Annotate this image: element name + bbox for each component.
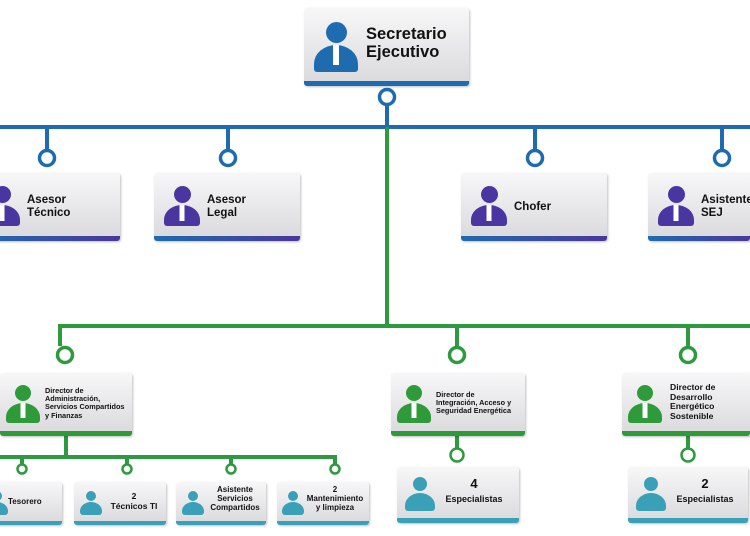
- node-director-desarrollo[interactable]: Director de Desarrollo Energético Sosten…: [622, 373, 750, 436]
- node-label: Director de Integración, Acceso y Seguri…: [436, 390, 512, 416]
- node-label: 2 Técnicos TI: [110, 491, 158, 511]
- node-label: Director de Desarrollo Energético Sosten…: [670, 382, 716, 421]
- person-icon: [282, 491, 304, 515]
- node-secretario-ejecutivo[interactable]: Secretario Ejecutivo: [304, 8, 469, 86]
- connector-node: [525, 148, 545, 168]
- person-icon: [405, 477, 435, 511]
- connector-node: [225, 463, 237, 475]
- node-asistente-sej[interactable]: Asistente SEJ: [648, 173, 750, 241]
- connector-node: [218, 148, 238, 168]
- connector-node: [712, 148, 732, 168]
- node-label: 2 Especialistas: [676, 476, 734, 504]
- node-tecnicos-ti[interactable]: 2 Técnicos TI: [74, 482, 166, 525]
- person-icon: [80, 491, 102, 515]
- node-label: Asesor Legal: [207, 194, 246, 219]
- node-label: Tesorero: [8, 497, 42, 506]
- person-icon: [0, 186, 20, 226]
- person-icon: [164, 186, 200, 226]
- connector-node: [680, 447, 696, 463]
- node-label: Secretario Ejecutivo: [366, 25, 447, 62]
- person-icon: [0, 491, 8, 515]
- node-label: Asesor Técnico: [27, 194, 71, 219]
- node-asesor-legal[interactable]: Asesor Legal: [154, 173, 300, 241]
- person-icon: [471, 186, 507, 226]
- node-label: 2 Mantenimiento y limpieza: [306, 485, 364, 512]
- connector-node: [37, 148, 57, 168]
- person-icon: [628, 385, 662, 423]
- node-asesor-tecnico[interactable]: Asesor Técnico: [0, 173, 120, 241]
- person-icon: [182, 491, 204, 515]
- node-label: Asistente Servicios Compartidos: [210, 485, 260, 512]
- connector-node: [678, 345, 698, 365]
- person-icon: [636, 477, 666, 511]
- person-icon: [6, 385, 40, 423]
- node-label: Chofer: [514, 201, 552, 213]
- node-especialistas-integracion[interactable]: 4 Especialistas: [397, 467, 519, 523]
- person-icon: [658, 186, 694, 226]
- person-icon: [314, 22, 358, 72]
- connector-node: [16, 463, 28, 475]
- person-icon: [397, 385, 431, 423]
- connector-node: [449, 447, 465, 463]
- node-mantenimiento[interactable]: 2 Mantenimiento y limpieza: [277, 482, 369, 525]
- node-label: 4 Especialistas: [445, 476, 503, 504]
- node-especialistas-desarrollo[interactable]: 2 Especialistas: [628, 467, 748, 523]
- node-chofer[interactable]: Chofer: [461, 173, 607, 241]
- connector-node: [121, 463, 133, 475]
- node-asistente-servicios[interactable]: Asistente Servicios Compartidos: [176, 482, 266, 525]
- node-tesorero[interactable]: Tesorero: [0, 482, 62, 525]
- connector-node: [329, 463, 341, 475]
- node-director-administracion[interactable]: Director de Administración, Servicios Co…: [0, 373, 132, 436]
- connector-node: [447, 345, 467, 365]
- node-label: Director de Administración, Servicios Co…: [45, 386, 125, 420]
- connector-node: [55, 345, 75, 365]
- node-label: Asistente SEJ: [701, 194, 750, 219]
- node-director-integracion[interactable]: Director de Integración, Acceso y Seguri…: [391, 373, 525, 436]
- connector-node: [377, 87, 397, 107]
